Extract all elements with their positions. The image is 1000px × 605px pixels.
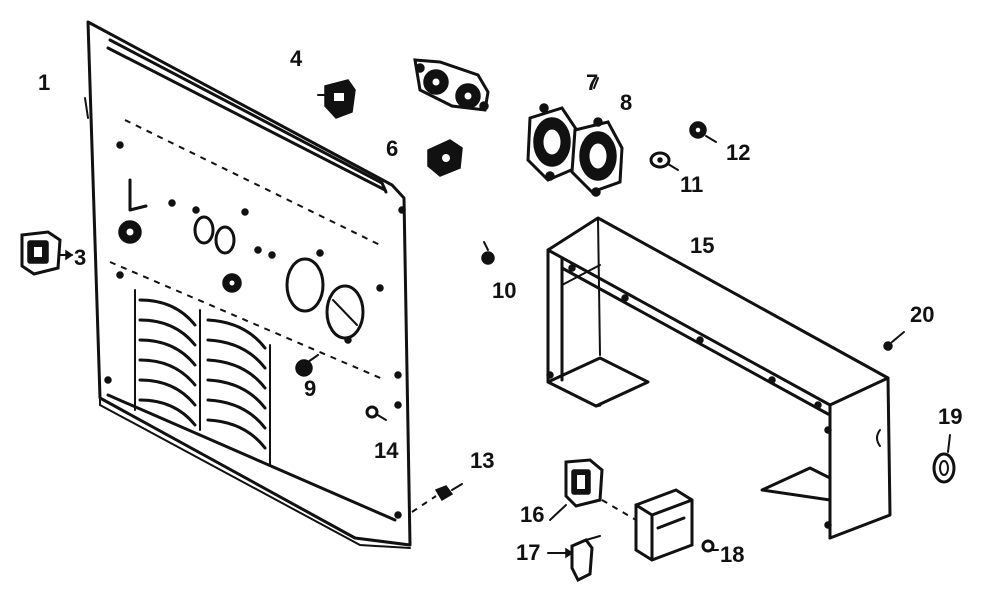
callout-3: 3	[74, 245, 86, 270]
louver-vents	[134, 289, 271, 466]
duplex-receptacle	[413, 58, 490, 112]
enclosure-part-15	[546, 216, 892, 540]
callout-6: 6	[386, 136, 398, 161]
callout-9: 9	[304, 376, 316, 401]
rocker-switch-part-3	[20, 230, 74, 276]
callout-8: 8	[620, 90, 632, 115]
callout-12: 12	[726, 140, 750, 165]
callout-13: 13	[470, 448, 494, 473]
screw-part-10	[481, 241, 495, 265]
washer-part-11	[649, 151, 679, 171]
callout-7: 7	[586, 70, 598, 95]
callout-14: 14	[374, 438, 399, 463]
callout-10: 10	[492, 278, 516, 303]
callout-19: 19	[938, 404, 962, 429]
switch-part-16	[564, 458, 604, 508]
leader-lines	[547, 504, 719, 559]
callout-1: 1	[38, 70, 50, 95]
clip-part-17	[570, 535, 601, 583]
plug-part-6	[427, 139, 463, 177]
callout-4: 4	[290, 46, 303, 71]
receptacles-part-8	[526, 77, 624, 197]
front-panel-part-1	[84, 20, 412, 549]
nut-part-12	[689, 121, 717, 143]
grommet-part-19	[932, 434, 956, 484]
callout-11: 11	[680, 172, 703, 197]
callout-16: 16	[520, 502, 544, 527]
screw-part-20	[883, 331, 905, 351]
screw-part-9	[295, 354, 319, 377]
bracket-part-18	[601, 488, 715, 562]
callout-15: 15	[690, 233, 714, 258]
callout-18: 18	[720, 542, 744, 567]
callout-17: 17	[516, 540, 540, 565]
screw-part-14	[365, 405, 387, 421]
callout-labels: 1 3 4 6 7 8 9 10 11 12 13 14 15 16 17 18…	[38, 46, 962, 567]
screw-part-13	[411, 483, 463, 513]
bracket-part-4	[317, 79, 356, 119]
callout-20: 20	[910, 302, 934, 327]
